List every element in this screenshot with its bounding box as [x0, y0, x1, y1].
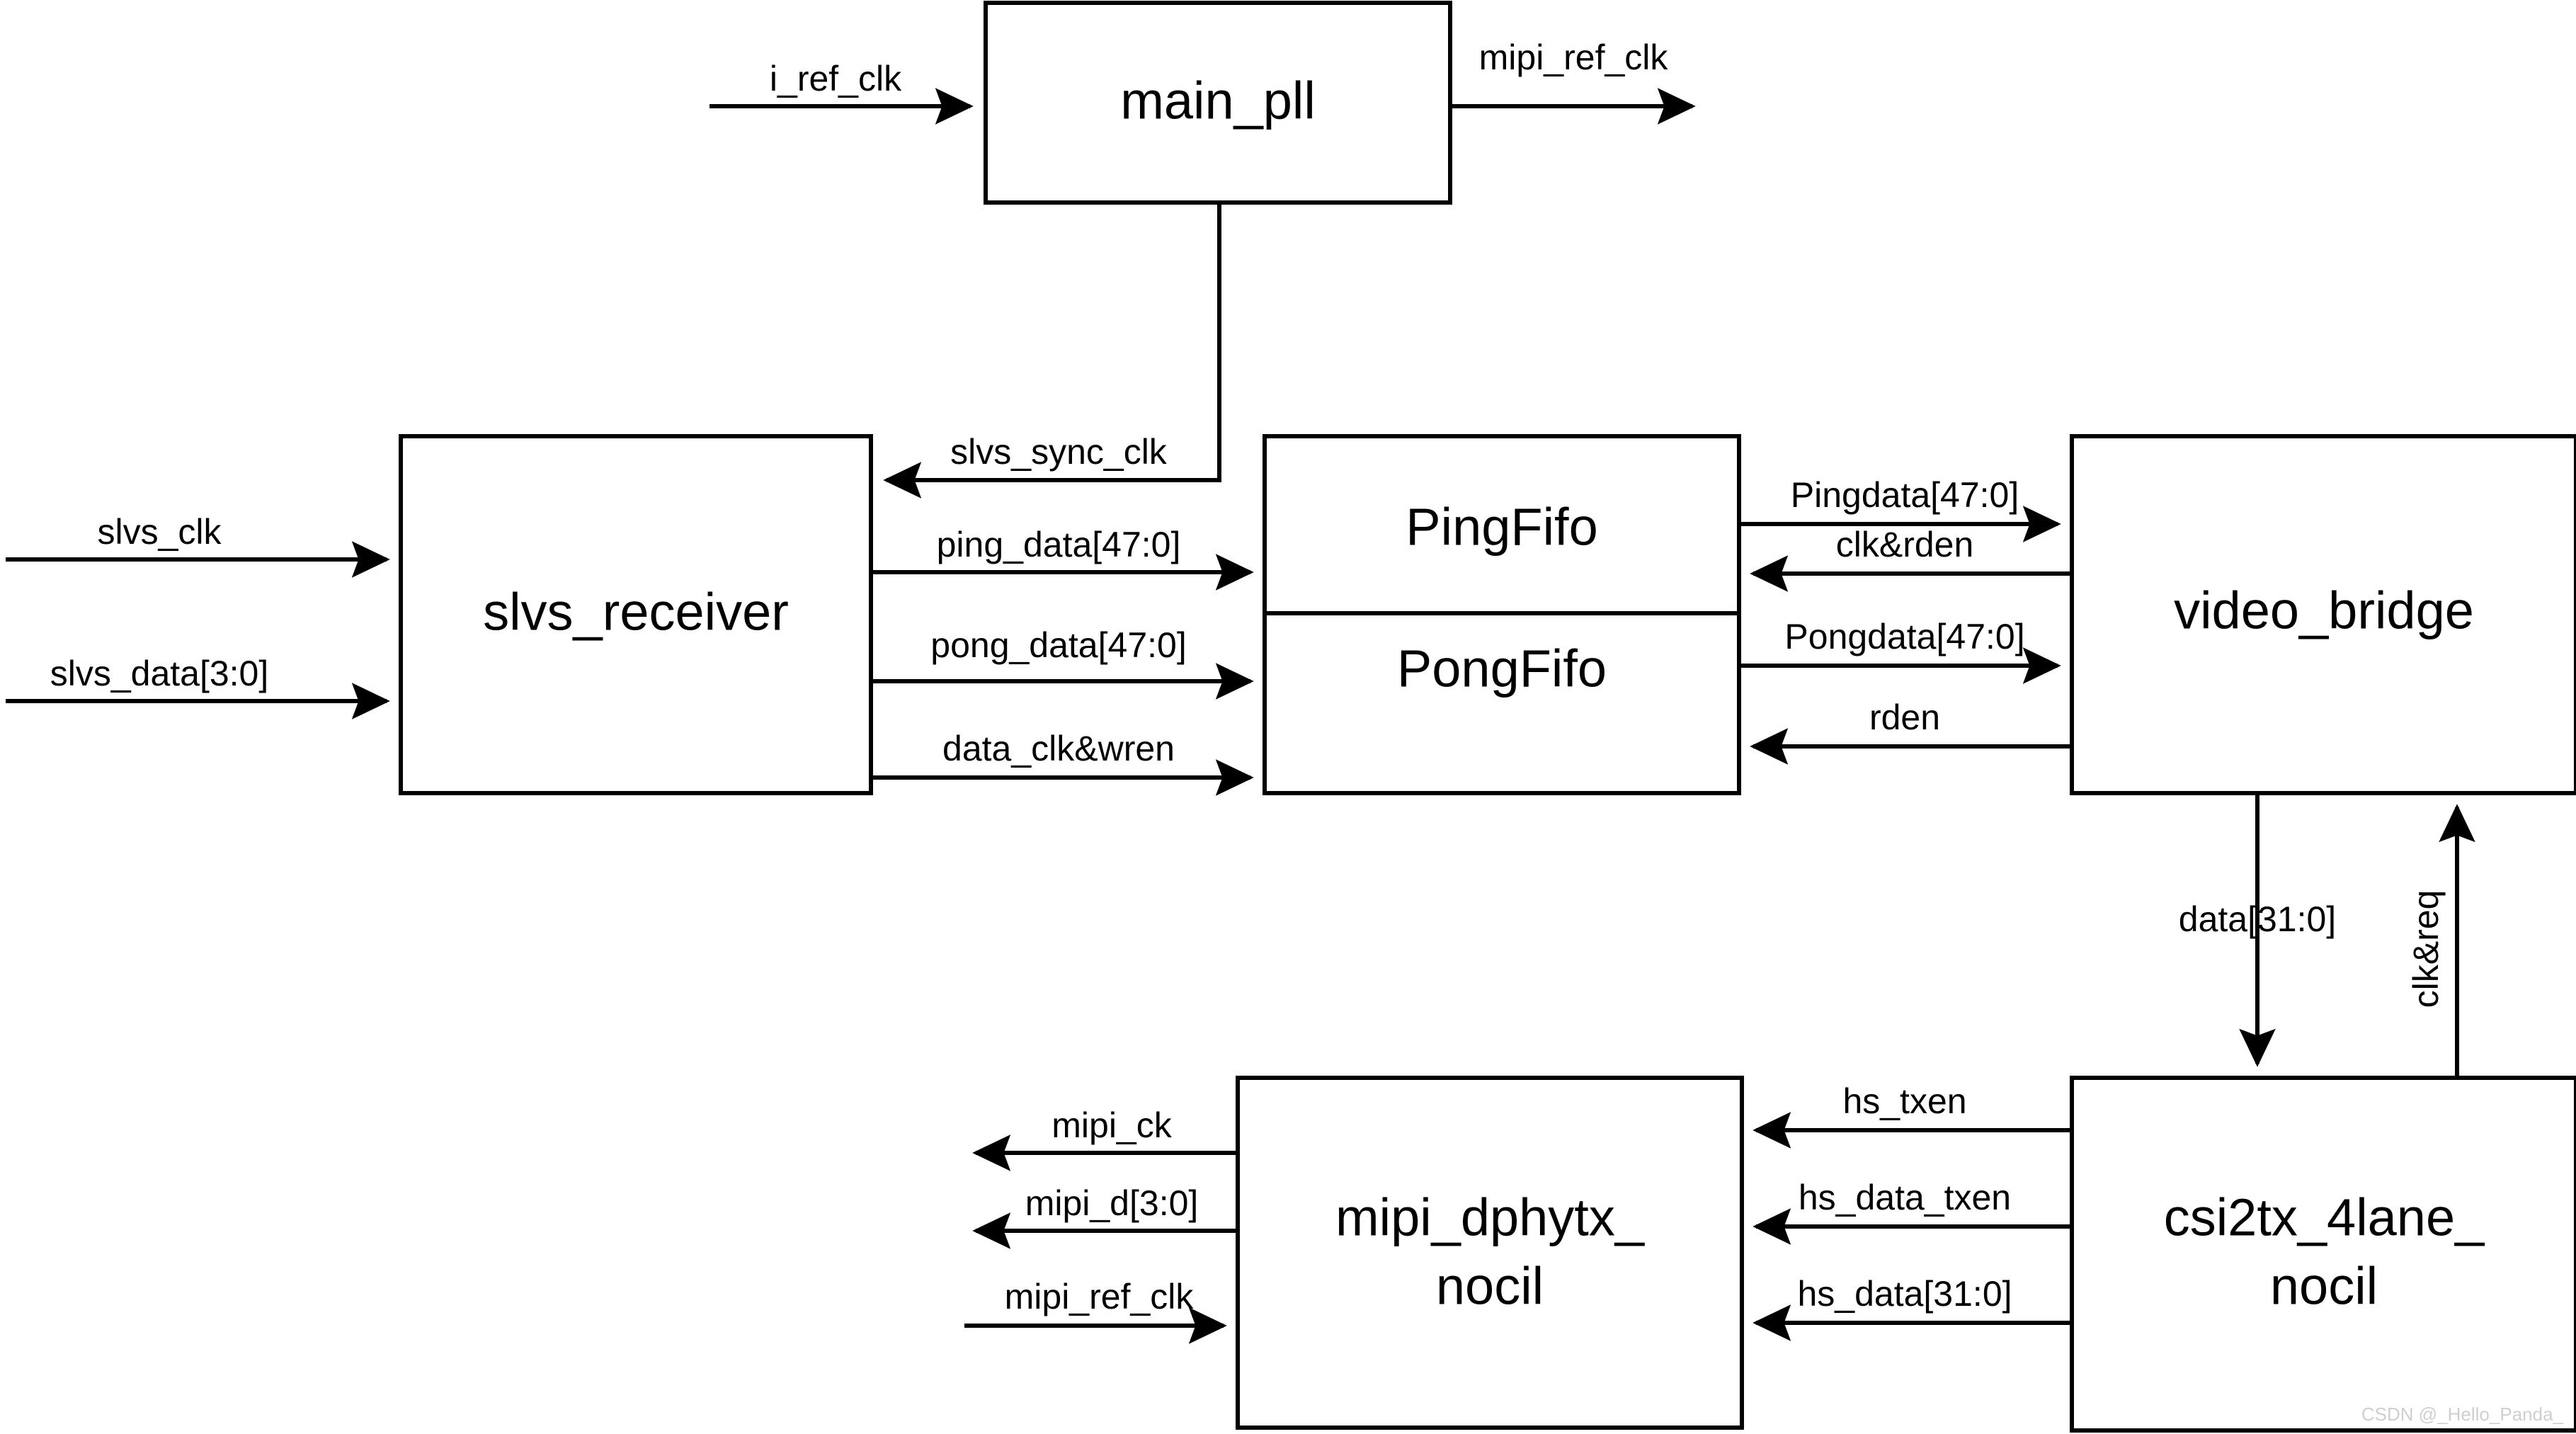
block-mipi-dphytx-nocil-label-line1: mipi_dphytx_ [1335, 1188, 1645, 1247]
signal-clk-rden-label: clk&rden [1836, 525, 1974, 564]
signal-mipi-ref-clk-out-label: mipi_ref_clk [1479, 38, 1669, 77]
signal-slvs-sync-clk-label: slvs_sync_clk [950, 432, 1168, 472]
block-main-pll[interactable] [984, 1, 1452, 205]
block-csi2tx-4lane-nocil-label-line1: csi2tx_4lane_ [2164, 1188, 2485, 1247]
signal-slvs-clk-label: slvs_clk [97, 512, 222, 552]
block-pongfifo-label: PongFifo [1397, 639, 1607, 698]
signal-rden-label: rden [1869, 698, 1940, 737]
signal-hs-data-txen-label: hs_data_txen [1799, 1178, 2011, 1217]
wire-slvs-sync-clk [883, 203, 1221, 499]
signal-ping-data-label: ping_data[47:0] [937, 525, 1181, 564]
block-main-pll-label: main_pll [1120, 72, 1316, 130]
signal-hs-txen-label: hs_txen [1842, 1081, 1966, 1121]
block-slvs-receiver-label: slvs_receiver [483, 583, 789, 642]
signal-i-ref-clk-label: i_ref_clk [770, 59, 902, 98]
signal-pongdata-label: Pongdata[47:0] [1784, 617, 2024, 656]
signal-mipi-ref-clk-in-label: mipi_ref_clk [1005, 1277, 1195, 1316]
signal-data-clk-wren-label: data_clk&wren [942, 729, 1175, 768]
block-video-bridge-label: video_bridge [2174, 581, 2474, 640]
block-video-bridge[interactable] [2070, 434, 2576, 795]
signal-slvs-data-label: slvs_data[3:0] [50, 654, 269, 693]
block-mipi-dphytx-nocil[interactable] [1236, 1076, 1744, 1430]
signal-mipi-d-label: mipi_d[3:0] [1025, 1183, 1199, 1223]
watermark: CSDN @_Hello_Panda_ [2361, 1404, 2564, 1425]
block-csi2tx-4lane-nocil-label-line2: nocil [2270, 1257, 2378, 1316]
signal-pong-data-label: pong_data[47:0] [930, 625, 1186, 665]
signal-pingdata-label: Pingdata[47:0] [1791, 475, 2019, 515]
signal-mipi-ck-label: mipi_ck [1052, 1105, 1172, 1145]
block-slvs-receiver[interactable] [399, 434, 873, 795]
signal-hs-data-label: hs_data[31:0] [1797, 1274, 2012, 1314]
block-pingfifo-label: PingFifo [1406, 498, 1597, 557]
signal-clk-req-label: clk&req [2406, 890, 2446, 1008]
signal-data-31-0-label: data[31:0] [2179, 899, 2336, 939]
block-csi2tx-4lane-nocil[interactable] [2070, 1076, 2576, 1433]
block-mipi-dphytx-nocil-label-line2: nocil [1436, 1257, 1544, 1316]
